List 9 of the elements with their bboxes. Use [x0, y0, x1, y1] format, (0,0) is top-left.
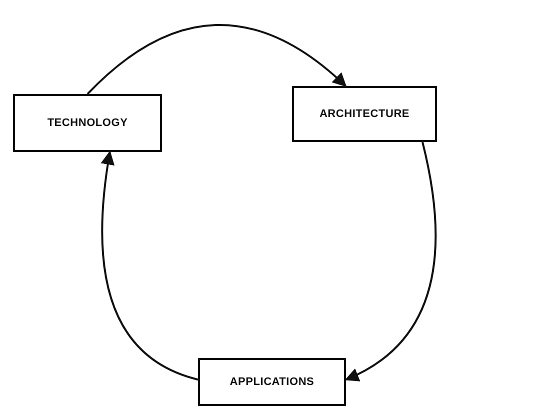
process-box	[292, 86, 437, 142]
box-label: APPLICATIONS	[230, 374, 314, 390]
process-box	[13, 94, 162, 152]
process-box	[198, 358, 346, 406]
curved-arrow	[101, 150, 198, 381]
curved-arrow	[86, 24, 347, 95]
box-label: TECHNOLOGY	[47, 116, 128, 131]
box-label: ARCHITECTURE	[319, 106, 410, 122]
curved-arrow	[344, 142, 437, 381]
